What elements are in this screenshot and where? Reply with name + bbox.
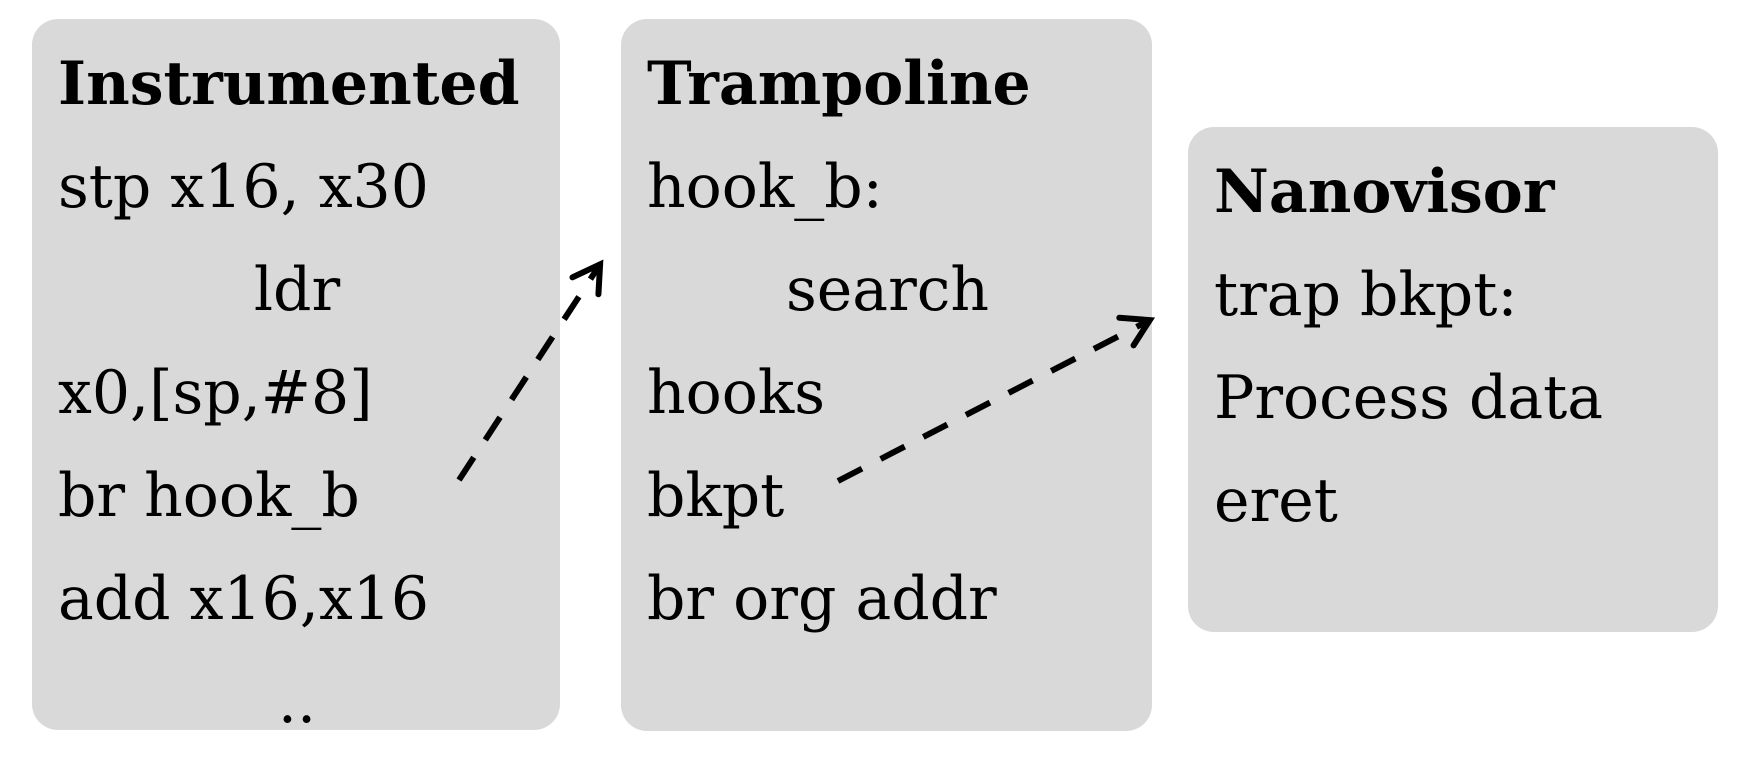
code-line: stp x16, x30: [58, 152, 429, 222]
code-line: ldr: [253, 255, 341, 325]
code-line: search: [786, 255, 989, 325]
code-line: trap bkpt:: [1214, 260, 1518, 330]
box-title: Instrumented: [58, 49, 520, 119]
code-line: bkpt: [647, 461, 785, 531]
code-line: Process data: [1214, 363, 1604, 433]
box-title: Trampoline: [647, 49, 1031, 119]
code-line: add x16,x16: [58, 564, 430, 634]
box-title: Nanovisor: [1214, 157, 1555, 227]
code-line: br hook_b: [58, 461, 360, 531]
box-nanovisor-code: Nanovisor trap bkpt: Process data eret: [1188, 127, 1718, 632]
code-line: x0,[sp,#8]: [58, 358, 373, 428]
code-line: hooks: [647, 358, 826, 428]
code-line: eret: [1214, 466, 1338, 536]
code-line-ellipsis: ..: [277, 667, 317, 737]
code-line: br org addr: [647, 564, 997, 634]
box-instrumented-code: Instrumented stp x16, x30 ldr x0,[sp,#8]…: [32, 19, 560, 737]
box-trampoline-code: Trampoline hook_b: search hooks bkpt br …: [621, 19, 1152, 731]
code-line: hook_b:: [647, 152, 883, 222]
